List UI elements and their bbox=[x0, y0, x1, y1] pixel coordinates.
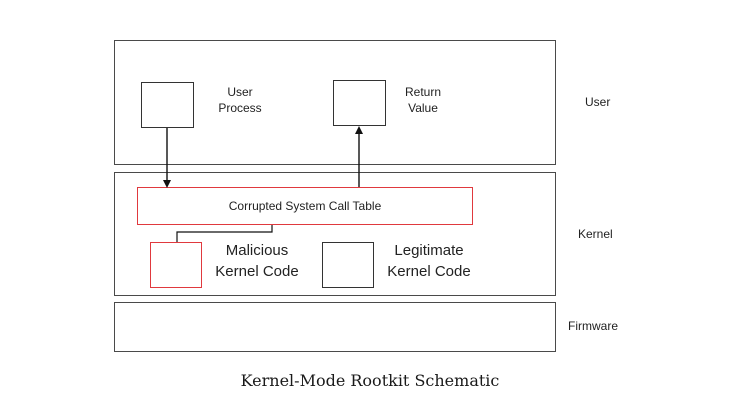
figure-caption: Kernel-Mode Rootkit Schematic bbox=[240, 371, 500, 390]
firmware-layer bbox=[114, 302, 556, 352]
user-process-label: User Process bbox=[218, 85, 262, 116]
user-layer-label: User bbox=[585, 95, 611, 109]
return-value-label: Return Value bbox=[404, 85, 442, 116]
malicious-code-label: Malicious Kernel Code bbox=[215, 242, 299, 280]
return-value-box bbox=[333, 80, 386, 126]
malicious-code-box bbox=[150, 242, 202, 288]
legitimate-code-label: Legitimate Kernel Code bbox=[387, 242, 471, 280]
legitimate-code-box bbox=[322, 242, 374, 288]
user-process-box bbox=[141, 82, 194, 128]
syscall-table-box bbox=[137, 187, 473, 225]
firmware-layer-label: Firmware bbox=[568, 319, 618, 333]
kernel-layer-label: Kernel bbox=[578, 227, 613, 241]
syscall-table-label: Corrupted System Call Table bbox=[228, 199, 382, 213]
